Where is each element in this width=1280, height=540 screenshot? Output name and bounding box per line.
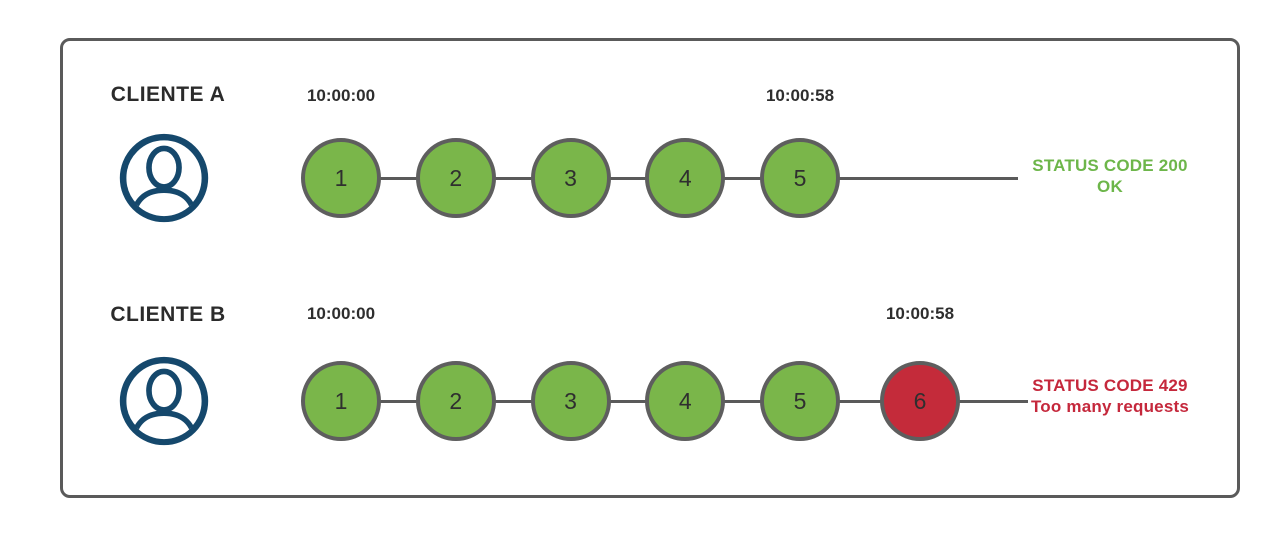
request-circle-ok: 2 bbox=[415, 138, 496, 218]
request-circle-ok: 1 bbox=[301, 361, 381, 441]
avatar-head bbox=[146, 368, 182, 413]
status-code-line: STATUS CODE 429 bbox=[1032, 376, 1188, 395]
start-time-label: 10:00:00 bbox=[306, 86, 376, 105]
user-icon bbox=[119, 133, 209, 223]
request-circle-ok: 5 bbox=[760, 138, 840, 218]
request-circle-ok: 2 bbox=[415, 361, 496, 441]
request-number: 3 bbox=[564, 164, 577, 191]
status-message-line: Too many requests bbox=[1030, 397, 1189, 416]
user-icon bbox=[119, 356, 209, 446]
request-number: 5 bbox=[793, 387, 807, 414]
request-circle-ok: 3 bbox=[530, 361, 611, 441]
request-number: 1 bbox=[334, 164, 348, 191]
client-label-b: CLIENTE B bbox=[110, 303, 226, 326]
status-code-line: STATUS CODE 200 bbox=[1032, 156, 1188, 175]
request-circle-ok: 4 bbox=[645, 361, 726, 441]
client-avatar-a bbox=[117, 131, 211, 225]
request-circle-ok: 4 bbox=[645, 138, 726, 218]
diagram-frame bbox=[60, 38, 1240, 498]
request-circle-ok: 3 bbox=[530, 138, 611, 218]
request-circle-blocked: 6 bbox=[880, 361, 960, 441]
request-number: 4 bbox=[678, 387, 692, 414]
request-circle-ok: 1 bbox=[301, 138, 381, 218]
request-number: 5 bbox=[793, 164, 807, 191]
request-number: 6 bbox=[913, 387, 927, 414]
request-number: 2 bbox=[449, 387, 463, 414]
start-time-label: 10:00:00 bbox=[306, 304, 376, 323]
client-avatar-b bbox=[117, 354, 211, 448]
request-number: 1 bbox=[334, 387, 348, 414]
end-time-label: 10:00:58 bbox=[765, 86, 835, 105]
request-number: 2 bbox=[449, 164, 463, 191]
client-label-a: CLIENTE A bbox=[110, 83, 226, 106]
end-time-label: 10:00:58 bbox=[885, 304, 955, 323]
request-number: 4 bbox=[678, 164, 692, 191]
request-circle-ok: 5 bbox=[760, 361, 840, 441]
request-number: 3 bbox=[564, 387, 577, 414]
status-message-line: OK bbox=[1097, 177, 1123, 196]
avatar-head bbox=[146, 145, 182, 190]
